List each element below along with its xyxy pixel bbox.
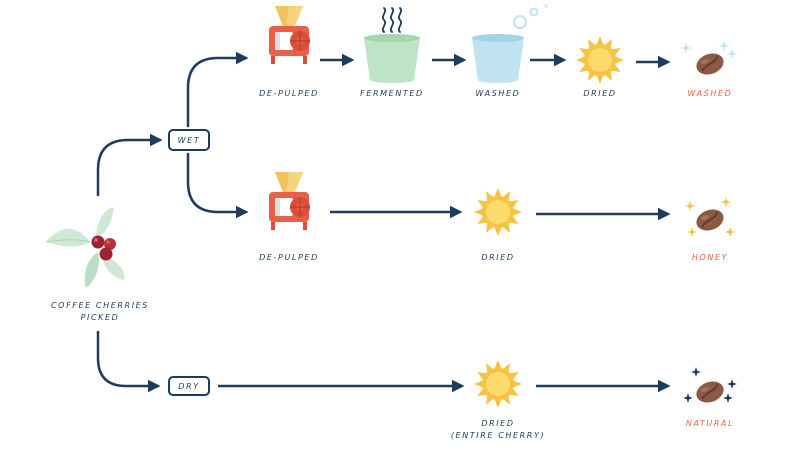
step-label-dried-natural-line2: (entire cherry) bbox=[450, 431, 546, 440]
step-label-depulped-honey: De-pulped bbox=[259, 253, 319, 262]
step-label-dried-natural: Dried (entire cherry) bbox=[428, 418, 568, 442]
result-label-honey: Honey bbox=[691, 253, 729, 262]
step-label-depulped-washed: De-pulped bbox=[259, 89, 319, 98]
connector-wet-to-washed bbox=[186, 51, 249, 128]
start-label-line1: Coffee cherries bbox=[50, 301, 149, 310]
connector-wet-to-honey bbox=[186, 152, 249, 219]
pulper-icon bbox=[268, 171, 311, 231]
step-label-dried-natural-line1: Dried bbox=[481, 419, 515, 428]
sun-icon bbox=[576, 36, 624, 84]
step-label-fermented: Fermented bbox=[360, 89, 424, 98]
result-label-natural: Natural bbox=[685, 419, 735, 428]
fermenter-bowl-icon bbox=[364, 7, 420, 83]
pulper-icon bbox=[268, 5, 311, 65]
step-label-dried-honey: Dried bbox=[481, 253, 515, 262]
connector-start-to-wet bbox=[96, 133, 163, 197]
sun-icon bbox=[474, 360, 522, 408]
coffee-bean-icon bbox=[685, 197, 735, 237]
leaf-cherry-icon bbox=[45, 207, 125, 288]
wet-branch-box: Wet bbox=[168, 129, 210, 151]
step-label-washed: Washed bbox=[475, 89, 521, 98]
start-label: Coffee cherries picked bbox=[30, 300, 170, 324]
step-label-dried-washed: Dried bbox=[583, 89, 617, 98]
coffee-bean-icon bbox=[681, 41, 737, 79]
sun-icon bbox=[474, 188, 522, 236]
dry-branch-box: Dry bbox=[168, 376, 210, 396]
start-label-line2: picked bbox=[80, 313, 120, 322]
connector-start-to-dry bbox=[96, 330, 161, 393]
coffee-bean-icon bbox=[683, 367, 737, 407]
result-label-washed: Washed bbox=[687, 89, 733, 98]
washing-bowl-icon bbox=[472, 4, 548, 83]
